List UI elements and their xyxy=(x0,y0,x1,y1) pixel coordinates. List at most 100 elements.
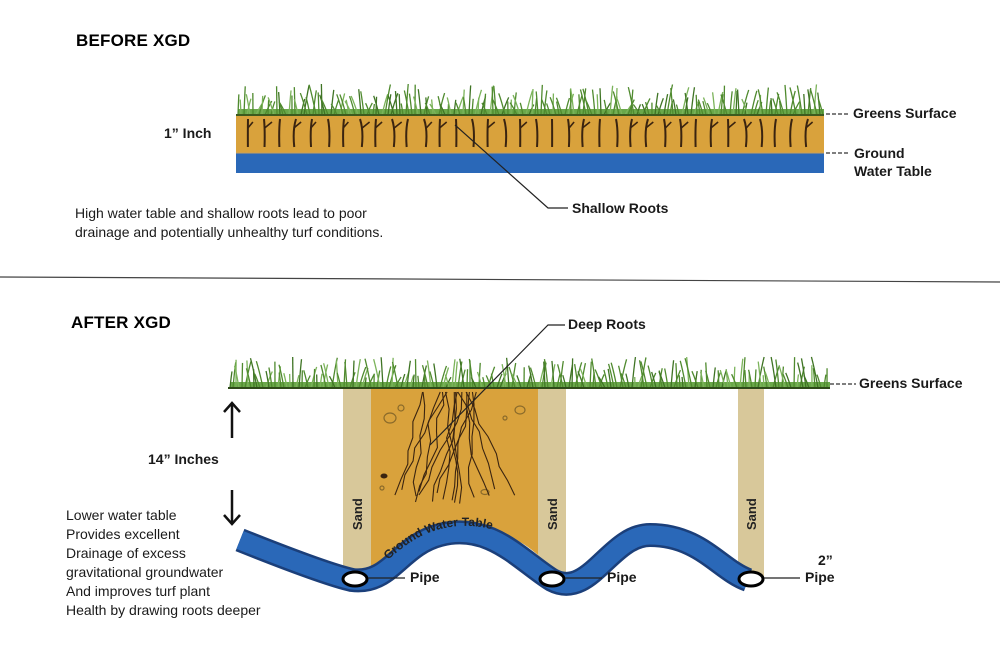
grass-blade xyxy=(245,94,251,116)
grass-blade xyxy=(283,373,288,389)
after-description-line: Drainage of excess xyxy=(66,545,186,561)
grass-blade xyxy=(267,99,270,116)
grass-blade xyxy=(720,94,728,116)
grass-blade xyxy=(776,92,785,116)
grass-blade xyxy=(750,90,758,116)
grass-blade xyxy=(447,103,450,116)
grass-blade xyxy=(417,89,422,116)
deep-root xyxy=(467,391,496,490)
grass-blade xyxy=(717,370,720,389)
shallow-root-branch xyxy=(425,121,433,129)
grass-blade xyxy=(754,369,757,389)
grass-blade xyxy=(764,371,771,389)
before-shallow-roots xyxy=(246,118,814,148)
grass-blade xyxy=(729,91,733,116)
deep-roots-leader xyxy=(429,324,565,446)
grass-blade xyxy=(789,90,796,116)
grass-blade xyxy=(358,366,367,389)
shallow-root xyxy=(391,118,396,148)
sand-column-3 xyxy=(738,388,764,578)
grass-blade xyxy=(412,96,419,116)
shallow-root xyxy=(743,118,748,148)
grass-blade xyxy=(641,103,647,116)
grass-blade xyxy=(663,93,669,116)
grass-blade xyxy=(582,88,587,116)
before-grass xyxy=(237,83,824,116)
grass-blade xyxy=(744,369,747,389)
grass-blade xyxy=(303,370,309,389)
section-divider xyxy=(0,276,1000,283)
grass-blade xyxy=(702,100,707,116)
grass-blade xyxy=(384,84,392,116)
grass-blade xyxy=(638,360,645,389)
grass-blade xyxy=(453,99,457,116)
grass-blade xyxy=(591,358,597,389)
grass-blade xyxy=(390,93,399,116)
sand-label-2: Sand xyxy=(545,498,560,530)
grass-blade xyxy=(380,357,384,389)
grass-blade xyxy=(385,366,392,389)
grass-blade xyxy=(323,363,330,389)
soil-pebbles xyxy=(379,404,526,496)
grass-blade xyxy=(579,89,587,116)
grass-blade xyxy=(320,83,323,116)
grass-blade xyxy=(468,85,472,116)
grass-blade xyxy=(596,94,599,116)
grass-blade xyxy=(541,99,548,116)
shallow-root xyxy=(581,118,585,148)
grass-blade xyxy=(705,370,711,389)
grass-blade xyxy=(451,359,456,389)
grass-blade xyxy=(438,92,446,116)
shallow-root-branch xyxy=(710,121,719,129)
grass-blade xyxy=(545,103,551,116)
grass-blade xyxy=(501,363,507,389)
grass-blade xyxy=(265,371,273,389)
grass-blade xyxy=(476,371,483,389)
after-description: Lower water table Provides excellent Dra… xyxy=(66,506,261,620)
grass-blade xyxy=(543,361,546,389)
grass-blade xyxy=(439,103,446,116)
grass-blade xyxy=(800,358,807,389)
shallow-root xyxy=(773,118,777,148)
grass-blade xyxy=(555,101,560,116)
shallow-root-branch xyxy=(393,121,403,129)
grass-blade xyxy=(823,374,827,389)
grass-blade xyxy=(793,357,796,389)
shallow-root xyxy=(359,118,364,148)
grass-blade xyxy=(529,367,537,389)
grass-blade xyxy=(409,375,415,389)
grass-blade xyxy=(636,104,642,116)
after-grass xyxy=(229,356,830,389)
grass-blade xyxy=(519,102,524,116)
grass-blade xyxy=(426,360,432,389)
grass-blade xyxy=(278,364,285,389)
grass-blade xyxy=(470,377,477,389)
grass-blade xyxy=(255,360,264,389)
shallow-root-branch xyxy=(247,121,254,129)
grass-blade xyxy=(543,359,549,389)
shallow-root xyxy=(342,118,345,148)
grass-blade xyxy=(298,359,303,389)
grass-blade xyxy=(439,365,448,389)
shallow-root-branch xyxy=(374,121,383,129)
grass-blade xyxy=(512,94,521,116)
grass-blade xyxy=(675,363,678,389)
grass-blade xyxy=(540,84,543,116)
deep-roots xyxy=(394,391,516,504)
deep-root xyxy=(436,391,468,494)
grass-blade xyxy=(753,99,759,116)
grass-blade xyxy=(803,375,810,389)
down-arrow-icon xyxy=(223,490,241,526)
grass-blade xyxy=(364,377,367,389)
grass-blade xyxy=(796,374,800,389)
grass-blade xyxy=(241,362,244,389)
shallow-root xyxy=(598,118,601,148)
grass-blade xyxy=(531,88,534,116)
grass-blade xyxy=(620,373,627,389)
grass-blade xyxy=(360,91,365,116)
grass-blade xyxy=(717,91,724,116)
grass-blade xyxy=(775,359,780,389)
grass-blade xyxy=(772,98,779,116)
shallow-root xyxy=(709,118,713,148)
